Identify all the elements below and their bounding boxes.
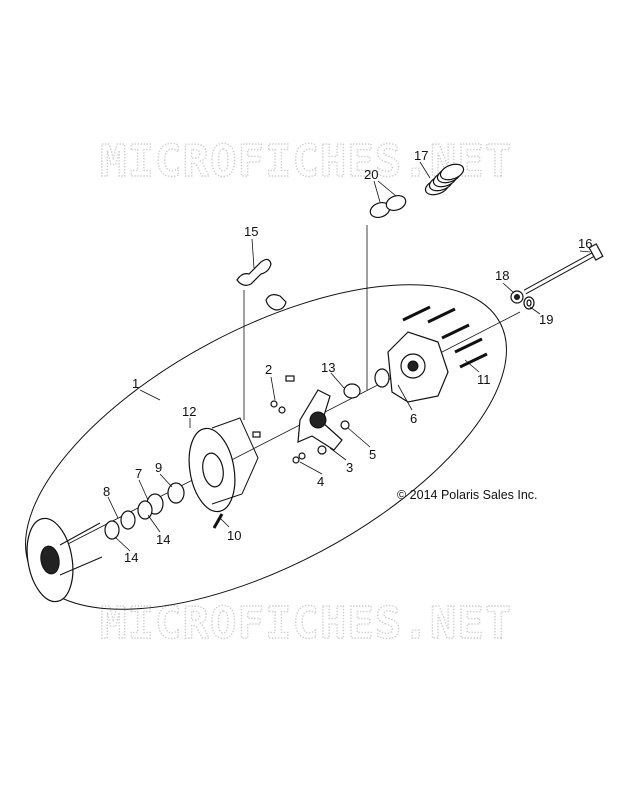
- moveable-sheave: [188, 417, 259, 513]
- callout-20: 20: [364, 167, 378, 182]
- callout-16: 16: [578, 236, 592, 251]
- callout-7: 7: [135, 466, 142, 481]
- callout-13: 13: [321, 360, 335, 375]
- copyright-text: © 2014 Polaris Sales Inc.: [397, 488, 538, 502]
- callout-4: 4: [317, 474, 324, 489]
- callout-6: 6: [410, 411, 417, 426]
- callout-15: 15: [244, 224, 258, 239]
- callout-18: 18: [495, 268, 509, 283]
- callout-14b: 14: [124, 550, 138, 565]
- callout-3: 3: [346, 460, 353, 475]
- bracket-15: [236, 258, 287, 311]
- callout-19: 19: [539, 312, 553, 327]
- callout-17: 17: [414, 148, 428, 163]
- bolts-11: [402, 305, 488, 369]
- spider-3: [297, 389, 350, 455]
- callout-8: 8: [103, 484, 110, 499]
- callout-1: 1: [132, 376, 139, 391]
- callout-2: 2: [265, 362, 272, 377]
- callout-10: 10: [227, 528, 241, 543]
- bushing-13: [343, 383, 361, 399]
- spring-17: [424, 163, 465, 196]
- centerline: [59, 311, 521, 549]
- callout-14a: 14: [156, 532, 170, 547]
- watermark-bottom: MICROFICHES.NET: [100, 598, 512, 649]
- small-parts-4: [292, 452, 306, 464]
- washer-19: [523, 296, 535, 310]
- callout-5: 5: [369, 447, 376, 462]
- callout-11: 11: [477, 372, 491, 387]
- callout-9: 9: [155, 460, 162, 475]
- nut-18: [510, 290, 524, 304]
- pin-10: [212, 513, 224, 529]
- callout-12: 12: [182, 404, 196, 419]
- bolt-16: [523, 243, 604, 295]
- callout-leaders: [107, 161, 591, 552]
- spacers-7-8-9: [104, 482, 185, 540]
- cover-6: [374, 331, 449, 403]
- small-parts-2: [252, 375, 295, 438]
- o-rings-20: [369, 194, 407, 219]
- fixed-sheave: [26, 517, 103, 603]
